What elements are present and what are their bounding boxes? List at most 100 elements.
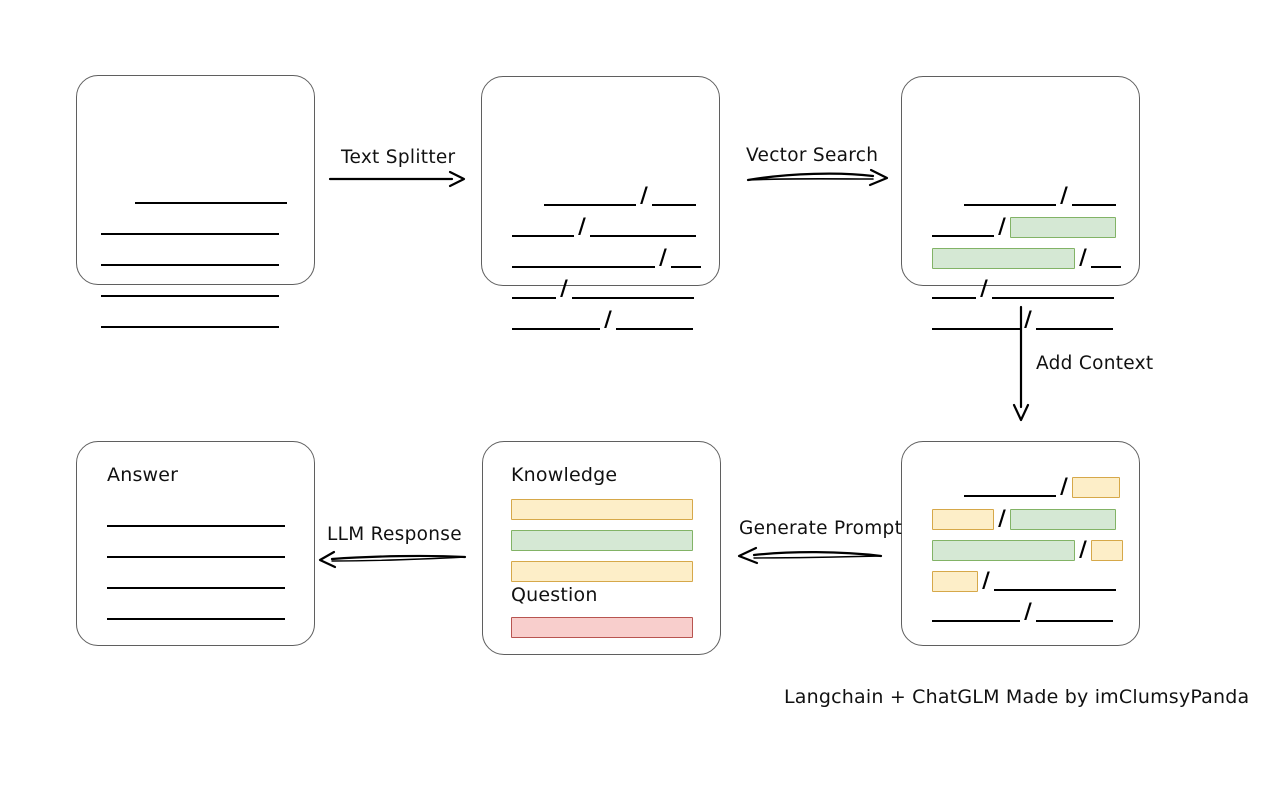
slash-separator: / <box>560 276 568 300</box>
doc-line-row <box>101 214 279 236</box>
text-line-segment <box>107 537 285 559</box>
answer-line-row <box>107 568 285 590</box>
slash-separator: / <box>998 214 1006 238</box>
knowledge-chunk-row <box>511 498 693 520</box>
text-line-segment <box>590 216 696 238</box>
text-line-segment <box>932 309 1020 331</box>
retrieved-chunk-highlight <box>932 247 1075 269</box>
chunk-row: / <box>932 276 1114 300</box>
text-line-segment <box>107 506 285 528</box>
text-line-segment <box>101 307 279 329</box>
slash-separator: / <box>640 183 648 207</box>
slash-separator: / <box>1060 474 1068 498</box>
text-line-segment <box>107 599 285 621</box>
slash-separator: / <box>659 245 667 269</box>
text-line-segment <box>512 216 574 238</box>
chunk-row: / <box>512 307 693 331</box>
knowledge-chunk-green <box>511 529 693 551</box>
arrow-label-generate-prompt: Generate Prompt <box>739 518 903 539</box>
text-line-segment <box>512 309 600 331</box>
context-chunk-highlight <box>1072 476 1120 498</box>
text-line-segment <box>512 247 655 269</box>
answer-label: Answer <box>107 464 179 486</box>
retrieved-chunk-highlight <box>932 539 1075 561</box>
context-chunk-highlight <box>932 508 994 530</box>
doc-line-row <box>101 245 279 267</box>
question-chunk-red <box>511 616 693 638</box>
text-line-segment <box>101 276 279 298</box>
chunk-row: / <box>964 474 1120 498</box>
arrow-generate-prompt <box>737 546 883 565</box>
slash-separator: / <box>1024 599 1032 623</box>
context-added-chunks-box: / / / / / <box>901 441 1140 646</box>
knowledge-label: Knowledge <box>511 464 618 486</box>
text-line-segment <box>932 278 976 300</box>
text-line-segment <box>964 476 1056 498</box>
answer-line-row <box>107 599 285 621</box>
slash-separator: / <box>578 214 586 238</box>
text-line-segment <box>101 214 279 236</box>
text-line-segment <box>994 570 1116 592</box>
text-line-segment <box>1036 601 1113 623</box>
arrow-text-splitter <box>328 170 466 188</box>
text-line-segment <box>572 278 694 300</box>
slash-separator: / <box>1079 245 1087 269</box>
chunk-row: / <box>932 506 1116 530</box>
doc-line-row <box>101 276 279 298</box>
context-chunk-highlight <box>932 570 978 592</box>
text-line-segment <box>932 216 994 238</box>
text-line-segment <box>107 568 285 590</box>
question-label: Question <box>511 584 598 606</box>
slash-separator: / <box>982 568 990 592</box>
answer-box: Answer <box>76 441 315 646</box>
arrow-label-llm-response: LLM Response <box>327 524 462 545</box>
slash-separator: / <box>998 506 1006 530</box>
arrow-label-vector-search: Vector Search <box>746 145 879 166</box>
text-line-segment <box>101 245 279 267</box>
retrieved-chunk-highlight <box>1010 216 1116 238</box>
text-line-segment <box>616 309 693 331</box>
slash-separator: / <box>980 276 988 300</box>
question-chunk-row <box>511 616 693 638</box>
answer-line-row <box>107 506 285 528</box>
slash-separator: / <box>604 307 612 331</box>
prompt-box: Knowledge Question <box>482 441 721 655</box>
text-line-segment <box>992 278 1114 300</box>
chunk-row: / <box>544 183 696 207</box>
slash-separator: / <box>1060 183 1068 207</box>
text-line-segment <box>1036 309 1113 331</box>
diagram-caption: Langchain + ChatGLM Made by imClumsyPand… <box>784 686 1250 708</box>
arrow-vector-search <box>746 168 889 187</box>
arrow-llm-response <box>318 550 467 569</box>
arrow-label-add-context: Add Context <box>1036 353 1154 374</box>
knowledge-chunk-yellow <box>511 498 693 520</box>
answer-line-row <box>107 537 285 559</box>
chunk-row: / <box>932 599 1113 623</box>
slash-separator: / <box>1024 307 1032 331</box>
text-line-segment <box>544 185 636 207</box>
text-line-segment <box>1091 247 1121 269</box>
arrow-add-context <box>1012 305 1030 422</box>
chunk-row: / <box>932 568 1116 592</box>
text-line-segment <box>512 278 556 300</box>
slash-separator: / <box>1079 537 1087 561</box>
doc-line-row <box>135 183 287 205</box>
knowledge-chunk-yellow <box>511 560 693 582</box>
text-line-segment <box>671 247 701 269</box>
text-line-segment <box>964 185 1056 207</box>
text-line-segment <box>652 185 696 207</box>
chunk-row: / <box>932 214 1116 238</box>
chunk-row: / <box>932 307 1113 331</box>
chunk-row: / <box>964 183 1116 207</box>
text-line-segment <box>1072 185 1116 207</box>
knowledge-chunk-row <box>511 529 693 551</box>
split-chunks-box: / / / / / <box>481 76 720 330</box>
chunk-row: / <box>932 245 1121 269</box>
doc-line-row <box>101 307 279 329</box>
text-line-segment <box>135 183 287 205</box>
vector-search-results-box: / / / / / <box>901 76 1140 330</box>
context-chunk-highlight <box>1091 539 1123 561</box>
knowledge-chunk-row <box>511 560 693 582</box>
arrow-label-text-splitter: Text Splitter <box>341 147 456 168</box>
